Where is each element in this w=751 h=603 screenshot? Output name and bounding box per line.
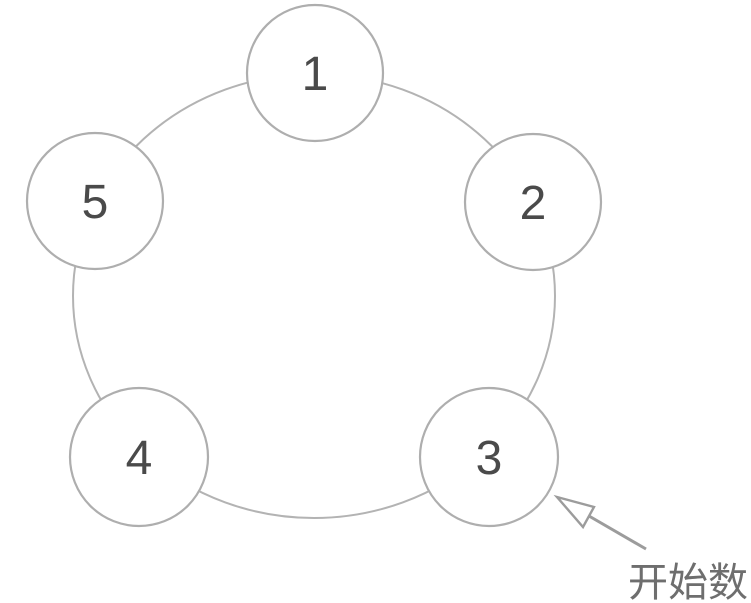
arrowhead-icon bbox=[553, 494, 596, 530]
arrow-line bbox=[588, 514, 647, 551]
node-circle-5 bbox=[25, 131, 165, 271]
node-5: 5 bbox=[25, 131, 165, 271]
node-circle-1 bbox=[245, 3, 385, 143]
node-1: 1 bbox=[245, 3, 385, 143]
node-4: 4 bbox=[68, 386, 210, 528]
start-counting-label: 开始数 bbox=[628, 561, 748, 603]
node-label-2: 2 bbox=[520, 177, 547, 230]
node-2: 2 bbox=[463, 132, 603, 272]
node-circle-2 bbox=[463, 132, 603, 272]
node-circle-3 bbox=[418, 386, 560, 528]
node-3: 3 bbox=[418, 386, 560, 528]
node-label-3: 3 bbox=[476, 432, 503, 485]
node-label-5: 5 bbox=[82, 176, 109, 229]
node-label-1: 1 bbox=[302, 48, 329, 101]
node-circle-4 bbox=[68, 386, 210, 528]
start-annotation: 开始数 bbox=[553, 494, 748, 603]
node-label-4: 4 bbox=[126, 432, 153, 485]
